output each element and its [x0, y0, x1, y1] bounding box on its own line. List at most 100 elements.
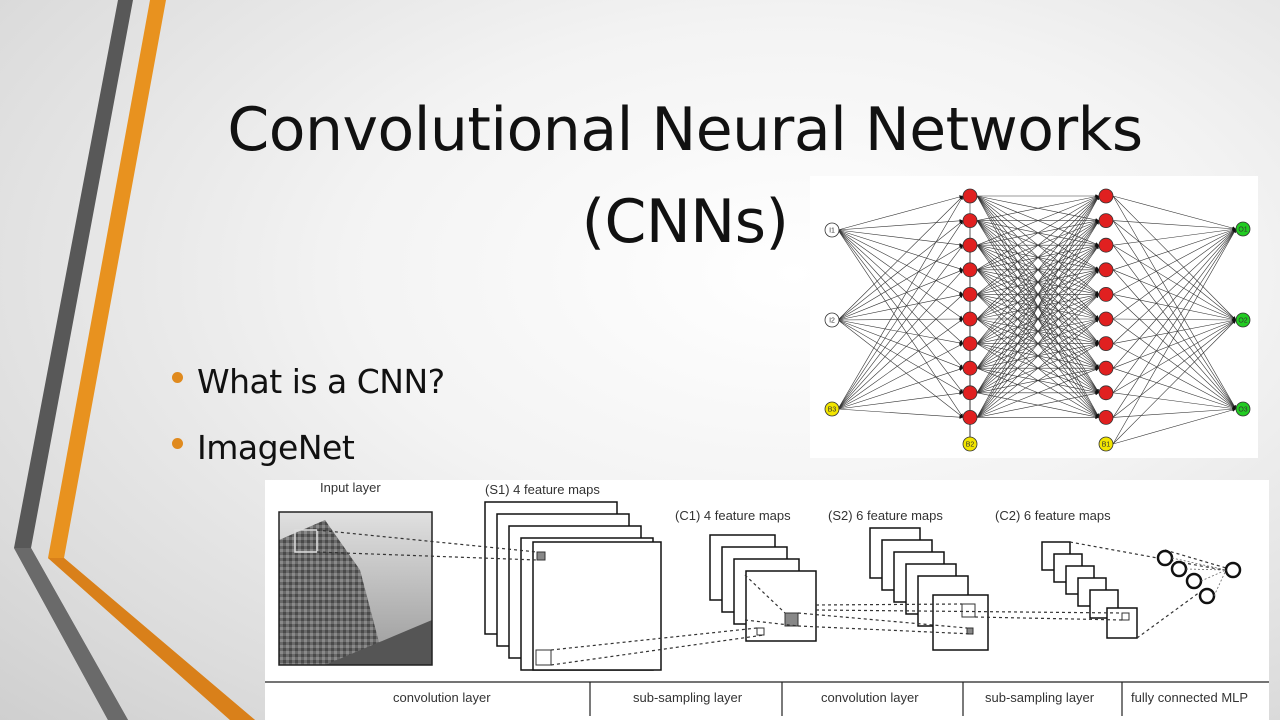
nn-edge — [837, 229, 964, 369]
nn-node: B3 — [824, 401, 840, 417]
nn-edge — [976, 269, 1100, 418]
stage-label: Input layer — [320, 480, 381, 495]
nn-node — [962, 385, 978, 401]
nn-node: I2 — [824, 312, 840, 328]
nn-edge — [837, 317, 964, 321]
nn-edge — [1112, 228, 1237, 271]
nn-edge — [976, 195, 1100, 369]
nn-node — [1098, 360, 1114, 376]
nn-edge — [1112, 294, 1237, 322]
mlp-connections — [1171, 557, 1227, 597]
nn-edge — [1112, 220, 1237, 231]
nn-edge — [976, 195, 1100, 246]
nn-edge — [837, 219, 964, 231]
nn-edge — [1112, 195, 1237, 321]
nn-edge — [1112, 319, 1237, 394]
nn-node: O1 — [1235, 221, 1251, 237]
nn-edge — [976, 195, 1100, 320]
stage-label: (C1) 4 feature maps — [675, 508, 791, 523]
cnn-architecture-diagram: Input layer (S1) 4 feature maps (C1) 4 f… — [265, 480, 1269, 720]
nn-edge — [1112, 228, 1237, 344]
stage-label: (C2) 6 feature maps — [995, 508, 1111, 523]
orange-stripe — [48, 0, 255, 720]
nn-edge — [837, 229, 964, 344]
nn-node — [1098, 213, 1114, 228]
bullet-text: What is a CNN? — [197, 362, 445, 401]
nn-edge — [976, 194, 1100, 221]
nn-node-label: O1 — [1238, 227, 1247, 234]
nn-node — [1098, 336, 1114, 352]
nn-edge — [837, 229, 964, 295]
nn-edge — [837, 294, 964, 410]
nn-node: B2 — [962, 436, 978, 452]
nn-node — [1098, 385, 1114, 401]
nn-node — [1098, 237, 1114, 253]
nn-edge — [976, 195, 1100, 271]
nn-node — [1098, 262, 1114, 278]
nn-edge — [1112, 269, 1237, 410]
nn-edge — [976, 343, 1100, 418]
nn-edge — [976, 220, 1100, 418]
nn-edge — [1112, 318, 1237, 322]
nn-edge — [1112, 228, 1237, 418]
nn-edge — [837, 195, 964, 231]
slide-title: Convolutional Neural Networks (CNNs) — [180, 84, 1190, 268]
nn-node: B1 — [1098, 436, 1114, 452]
nn-node — [962, 336, 978, 352]
orange-wedge — [48, 558, 255, 720]
nn-node-label: O3 — [1238, 407, 1247, 414]
bullet-dot-icon — [172, 438, 183, 449]
nn-edge — [1112, 343, 1237, 410]
nn-node — [1098, 409, 1114, 425]
nn-edge — [976, 294, 1100, 418]
c1-feature-maps — [709, 534, 817, 642]
nn-edge — [976, 391, 1100, 418]
layer-label: convolution layer — [393, 690, 491, 705]
nn-node-label: B1 — [1102, 442, 1111, 449]
nn-edge — [1112, 228, 1237, 320]
nn-edge — [976, 195, 1100, 393]
nn-edge — [837, 319, 964, 394]
nn-edge — [837, 195, 964, 410]
nn-edge — [837, 245, 964, 410]
nn-node — [1098, 287, 1114, 302]
nn-node — [1098, 188, 1114, 204]
nn-edge — [976, 195, 1100, 418]
nn-node — [1098, 311, 1114, 327]
nn-edge — [1112, 227, 1237, 246]
mlp-nodes — [1156, 549, 1242, 605]
nn-edge — [837, 229, 964, 418]
nn-edge — [1112, 319, 1237, 369]
nn-edge — [837, 391, 964, 410]
nn-edge — [837, 367, 964, 410]
nn-node-label: I1 — [829, 228, 835, 235]
nn-edge — [837, 229, 964, 320]
nn-edge — [837, 229, 964, 247]
nn-edge — [1112, 294, 1237, 410]
nn-edge — [1112, 195, 1237, 230]
layer-label: fully connected MLP — [1131, 690, 1248, 705]
nn-edge — [837, 229, 964, 271]
s1-feature-maps — [484, 501, 662, 671]
input-image — [278, 511, 433, 666]
c2-feature-maps — [1041, 541, 1138, 639]
nn-edge — [837, 269, 964, 321]
nn-edge — [1112, 220, 1237, 321]
nn-edge — [837, 319, 964, 369]
nn-node — [962, 409, 978, 425]
nn-edge — [1112, 228, 1237, 369]
nn-edge — [1112, 367, 1237, 410]
nn-edge — [1112, 195, 1237, 410]
nn-node-label: B3 — [828, 407, 837, 414]
layer-label: convolution layer — [821, 690, 919, 705]
title-line-1: Convolutional Neural Networks — [227, 95, 1143, 165]
nn-node — [962, 237, 978, 253]
nn-edge — [1112, 220, 1237, 410]
nn-node — [962, 287, 978, 302]
nn-edge — [976, 367, 1100, 418]
title-line-2: (CNNs) — [581, 187, 789, 257]
connector-lines — [316, 529, 1234, 666]
nn-edges — [837, 194, 1237, 445]
nn-edge — [837, 229, 964, 393]
